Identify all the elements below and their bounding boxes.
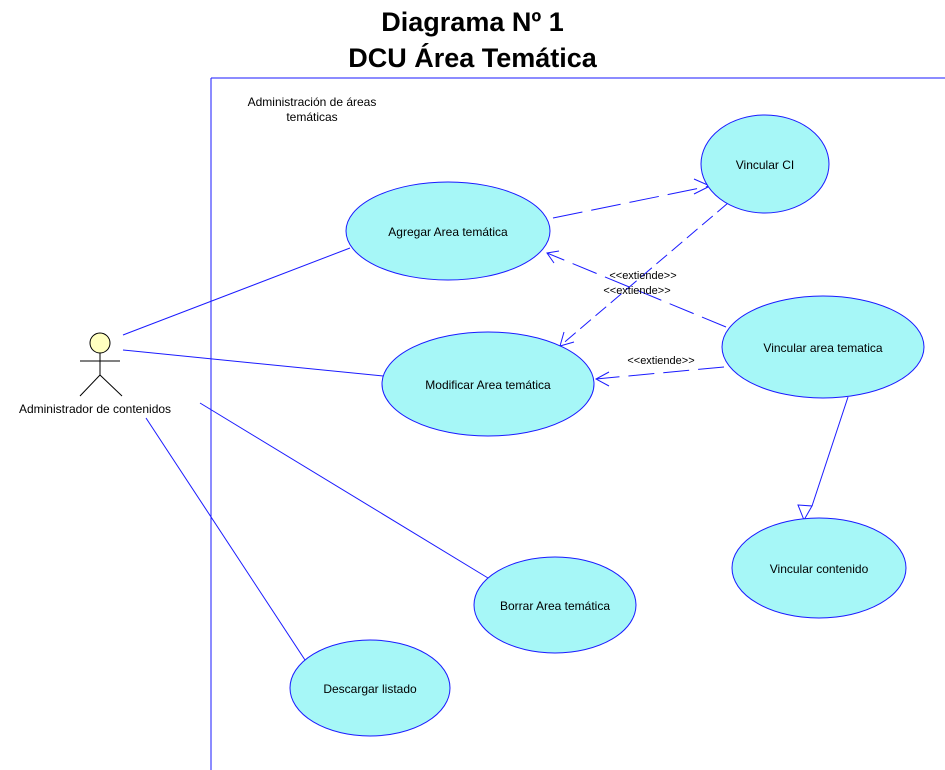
arrowhead-agregar — [546, 250, 560, 264]
usecase-vincular-area[interactable]: Vincular area tematica — [721, 295, 925, 399]
relation-agregar-vincularci — [552, 185, 711, 219]
association-modificar — [122, 349, 384, 377]
arrowhead-modificar-2 — [594, 371, 610, 387]
system-boundary — [210, 77, 945, 770]
actor-label: Administrador de contenidos — [19, 402, 171, 416]
usecase-vincular-contenido[interactable]: Vincular contenido — [731, 517, 907, 619]
diagram-subtitle: DCU Área Temática — [348, 43, 597, 73]
usecase-agregar-label: Agregar Area temática — [388, 225, 508, 239]
actor-figure[interactable] — [79, 332, 123, 397]
actor-right-leg — [99, 374, 123, 397]
usecase-vincular-area-label: Vincular area tematica — [763, 341, 883, 355]
actor-left-leg — [79, 374, 101, 397]
generalization — [797, 396, 849, 522]
extend-label-1: <<extiende>> — [609, 270, 676, 282]
extend-label-3: <<extiende>> — [627, 355, 694, 367]
relation-vincularci-modificar — [559, 202, 729, 347]
usecase-vincular-ci[interactable]: Vincular CI — [700, 114, 830, 214]
usecase-borrar-label: Borrar Area temática — [500, 599, 610, 613]
usecase-vincular-ci-label: Vincular CI — [736, 158, 794, 172]
system-name-line2: temáticas — [286, 110, 337, 124]
arrowhead-modificar-1 — [559, 331, 575, 347]
relation-vinculararea-agregar — [546, 252, 727, 328]
usecase-descargar-label: Descargar listado — [323, 682, 417, 696]
usecase-modificar[interactable]: Modificar Area temática — [381, 331, 595, 437]
association-agregar — [122, 247, 351, 336]
usecase-agregar[interactable]: Agregar Area temática — [345, 181, 551, 281]
extend-label-2: <<extiende>> — [603, 285, 670, 297]
generalization-arrowhead — [797, 504, 813, 522]
diagram-title: Diagrama Nº 1 — [381, 7, 564, 37]
system-name-line1: Administración de áreas — [248, 95, 377, 109]
usecase-modificar-label: Modificar Area temática — [425, 378, 551, 392]
associations — [122, 247, 489, 661]
usecase-vincular-contenido-label: Vincular contenido — [770, 562, 869, 576]
usecase-descargar[interactable]: Descargar listado — [289, 639, 451, 737]
association-descargar — [145, 417, 306, 661]
relation-vinculararea-modificar — [595, 366, 725, 380]
association-borrar — [199, 402, 489, 579]
usecase-borrar[interactable]: Borrar Area temática — [473, 556, 637, 654]
actor-head — [89, 332, 111, 354]
dashed-relations — [546, 178, 729, 387]
